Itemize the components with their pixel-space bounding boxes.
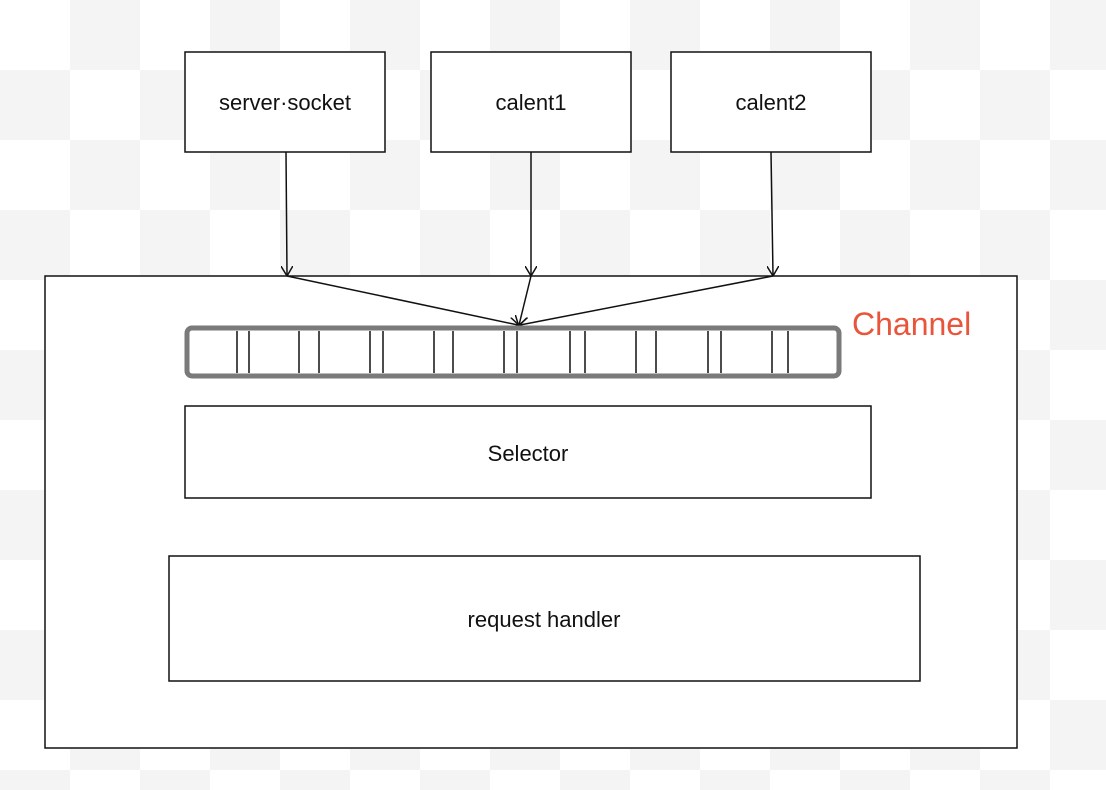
- selector-node: Selector: [184, 405, 872, 499]
- selector-label: Selector: [488, 441, 569, 466]
- server-socket-node: server·socket: [184, 51, 386, 153]
- arrow-server-socket-to-channel: [286, 275, 518, 325]
- arrow-client2-to-channel: [520, 275, 774, 325]
- channel-queue-dividers: [236, 331, 789, 373]
- channel-label: Channel: [852, 306, 971, 342]
- request-handler-label: request handler: [468, 607, 621, 632]
- client1-label: calent1: [496, 90, 567, 115]
- arrow-server-socket-down: [286, 151, 287, 275]
- channel-queue: [184, 325, 842, 379]
- client2-box: [670, 51, 872, 153]
- client1-node: calent1: [430, 51, 632, 153]
- selector-box: [184, 405, 872, 499]
- server-socket-label: server·socket: [219, 90, 351, 115]
- request-handler-box: [168, 555, 921, 682]
- request-handler-node: request handler: [168, 555, 921, 682]
- client1-box: [430, 51, 632, 153]
- server-socket-box: [184, 51, 386, 153]
- arrow-client1-to-channel: [519, 275, 532, 325]
- client2-node: calent2: [670, 51, 872, 153]
- client2-label: calent2: [736, 90, 807, 115]
- arrow-client2-down: [771, 151, 773, 275]
- channel-queue-box: [184, 325, 842, 379]
